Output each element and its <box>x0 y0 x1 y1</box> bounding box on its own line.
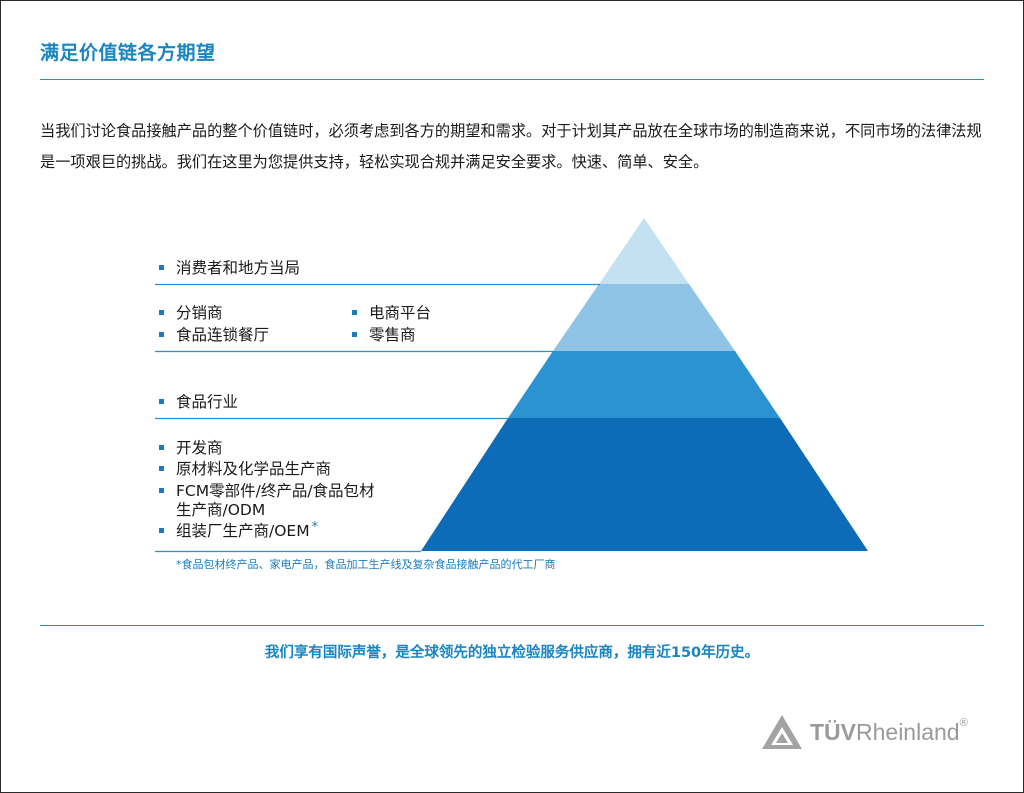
list-item: FCM零部件/终产品/食品包材 <box>159 481 375 501</box>
list-item-label: 生产商/ODM <box>176 501 266 519</box>
bullet-marker <box>352 310 357 315</box>
bullet-marker <box>159 466 164 471</box>
pyramid-tier-3 <box>508 351 780 418</box>
list-item: 开发商 <box>159 438 223 458</box>
intro-paragraph: 当我们讨论食品接触产品的整个价值链时，必须考虑到各方的期望和需求。对于计划其产品… <box>40 122 982 171</box>
list-item: 组装厂生产商/OEM* <box>159 520 319 541</box>
list-item-label: 分销商 <box>176 304 223 322</box>
title-divider <box>40 79 984 80</box>
bullet-marker <box>159 528 164 533</box>
list-item-label: 食品行业 <box>176 393 239 411</box>
bullet-marker <box>159 265 164 270</box>
list-item-label: 消费者和地方当局 <box>176 259 301 277</box>
list-item: 分销商 <box>159 303 223 323</box>
tuv-rheinland-logo: TÜVRheinland® <box>760 712 968 752</box>
page-title: 满足价值链各方期望 <box>40 42 216 64</box>
logo-brand-bold: TÜV <box>810 718 856 745</box>
triangle-logo-icon <box>762 715 802 749</box>
list-item: 食品行业 <box>159 392 238 412</box>
footnote: *食品包材终产品、家电产品，食品加工生产线及复杂食品接触产品的代工厂商 <box>176 558 556 571</box>
pyramid-tier-2 <box>553 284 735 351</box>
list-item-label: FCM零部件/终产品/食品包材 <box>176 482 375 500</box>
list-item-label: 原材料及化学品生产商 <box>176 460 332 478</box>
list-item: 原材料及化学品生产商 <box>159 459 331 479</box>
list-item: 电商平台 <box>352 303 431 323</box>
bullet-marker <box>159 332 164 337</box>
list-item: 消费者和地方当局 <box>159 258 300 278</box>
list-item-label: 零售商 <box>369 326 416 344</box>
logo-wordmark: TÜVRheinland® <box>810 716 968 746</box>
list-item-label: 开发商 <box>176 439 223 457</box>
footer-divider <box>40 625 984 626</box>
list-item: 零售商 <box>352 325 416 345</box>
pyramid-tier-1 <box>599 218 689 284</box>
bullet-marker <box>159 399 164 404</box>
registered-mark: ® <box>959 716 968 729</box>
pyramid-tier-4 <box>421 418 868 551</box>
list-item-label: 组装厂生产商/OEM <box>176 522 310 540</box>
bullet-marker <box>159 445 164 450</box>
list-item-continuation: 生产商/ODM <box>159 500 265 520</box>
list-item-label: 食品连锁餐厅 <box>176 326 270 344</box>
list-item: 食品连锁餐厅 <box>159 325 269 345</box>
bullet-marker <box>352 332 357 337</box>
bullet-marker <box>159 310 164 315</box>
footnote-mark: * <box>311 520 319 535</box>
logo-brand-rest: Rheinland <box>856 718 960 745</box>
list-item-label: 电商平台 <box>369 304 432 322</box>
tagline: 我们享有国际声誉，是全球领先的独立检验服务供应商，拥有近150年历史。 <box>264 645 760 661</box>
bullet-marker <box>159 488 164 493</box>
